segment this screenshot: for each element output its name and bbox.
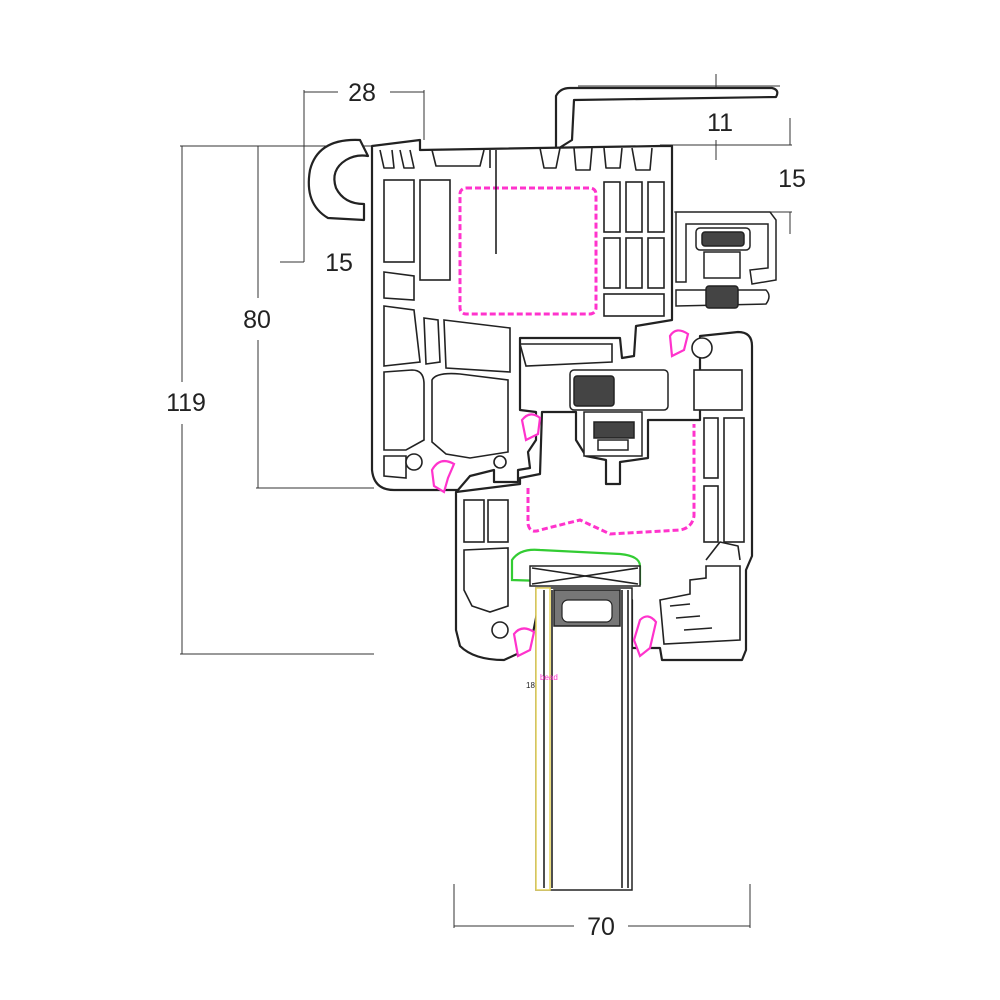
sash-chamber-e <box>703 485 719 543</box>
top-lip <box>554 86 779 152</box>
chamber-a <box>383 179 415 263</box>
chamber-h <box>647 237 665 289</box>
hardware-roller <box>701 231 745 247</box>
chamber-f <box>603 237 621 289</box>
glass-spacer-core <box>561 599 613 623</box>
sash-chamber-d <box>703 417 719 479</box>
chamber-o <box>431 372 509 459</box>
hardware-keep-channel <box>675 211 777 285</box>
small-mark: 18 <box>526 681 535 690</box>
hardware-sash-block-core <box>593 421 635 439</box>
frame-top-teeth <box>379 147 653 171</box>
hardware-sash-cam-core <box>573 375 615 407</box>
gasket-frame-top <box>668 329 690 358</box>
dim-80-label: 80 <box>243 306 271 334</box>
chamber-c <box>603 181 621 233</box>
chamber-j <box>383 271 415 301</box>
chamber-b <box>419 179 451 281</box>
frame-screw-hole-left <box>405 453 423 471</box>
chamber-i <box>603 293 665 317</box>
hardware-plate-bolt <box>705 285 739 309</box>
chamber-m <box>443 319 511 373</box>
glass-pane-inner <box>535 587 551 891</box>
chamber-n <box>383 369 425 451</box>
left-hook <box>307 138 370 222</box>
chamber-p <box>383 455 407 479</box>
sash-chamber-g <box>693 369 743 411</box>
sash-chamber-c <box>463 547 509 613</box>
spacer-cross-2 <box>531 567 639 585</box>
gaskets <box>430 329 690 658</box>
sash-chamber-a <box>463 499 485 543</box>
chamber-q <box>518 343 613 367</box>
hardware-sash-block-base <box>597 439 629 451</box>
sash-chamber-b <box>487 499 509 543</box>
gasket-sash-right <box>632 615 658 658</box>
frame-steel-reinforcement <box>458 186 598 316</box>
sash-steel-reinforcement <box>526 424 696 536</box>
frame-profile <box>307 86 779 492</box>
chamber-g <box>625 237 643 289</box>
sash-chamber-h <box>659 565 741 645</box>
gasket-frame-left <box>430 459 456 494</box>
chamber-l <box>423 317 441 365</box>
gasket-sash-left <box>512 627 536 658</box>
dim-119-label: 119 <box>166 389 206 417</box>
dim-70-label: 70 <box>587 913 615 941</box>
sash-screw-hole <box>491 621 509 639</box>
chamber-k <box>383 305 421 367</box>
gasket-frame-mid <box>520 413 542 442</box>
sash-top-hole <box>691 337 713 359</box>
dim-15-right-label: 15 <box>778 165 806 193</box>
frame-screw-hole-right <box>493 455 507 469</box>
glazing: bead 18 <box>510 548 642 891</box>
chamber-e <box>647 181 665 233</box>
sash-glazing-lip <box>705 541 741 561</box>
dim-15-left-label: 15 <box>325 249 353 277</box>
dim-28-label: 28 <box>348 79 376 107</box>
bead-label: bead <box>540 673 558 682</box>
sash-chamber-f <box>723 417 745 543</box>
sash-chamber-h-steps <box>669 603 713 631</box>
hardware-roller-body <box>703 251 741 279</box>
dim-11-label: 11 <box>707 109 733 137</box>
chamber-d <box>625 181 643 233</box>
hardware <box>569 211 777 457</box>
